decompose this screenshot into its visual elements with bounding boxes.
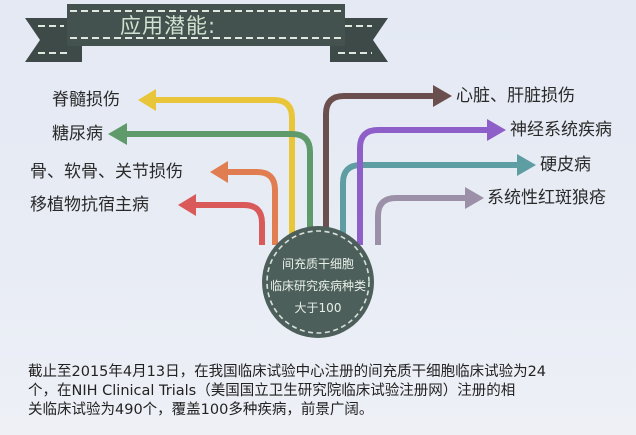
label-nervous-system-disease: 神经系统疾病 [510,120,612,140]
label-scleroderma: 硬皮病 [540,155,591,175]
label-sle: 系统性红斑狼疮 [487,188,606,208]
footer-line-2: 个，在NIH Clinical Trials（美国国立卫生研究院临床试验注册网）… [28,383,516,399]
center-summary: 间充质干细胞 临床研究疾病种类 大于100 [262,253,374,319]
banner-title: 应用潜能: [120,14,217,38]
center-circle [262,226,374,338]
footer-line-3: 关临床试验为490个，覆盖100多种疾病，前景广阔。 [28,402,374,418]
center-line-3: 大于100 [294,301,342,315]
center-line-1: 间充质干细胞 [281,257,354,271]
footer-line-1: 截止至2015年4月13日，在我国临床试验中心注册的间充质干细胞临床试验为24 [28,364,547,380]
label-heart-liver-injury: 心脏、肝脏损伤 [456,86,575,106]
label-diabetes: 糖尿病 [52,124,103,144]
label-bone-cartilage-joint-injury: 骨、软骨、关节损伤 [30,162,183,182]
center-line-2: 临床研究疾病种类 [269,279,366,293]
label-spinal-cord-injury: 脊髓损伤 [52,90,120,110]
footer-paragraph: 截止至2015年4月13日，在我国临床试验中心注册的间充质干细胞临床试验为24 … [28,363,618,420]
label-gvhd: 移植物抗宿主病 [30,195,149,215]
banner-ribbon [25,4,388,62]
